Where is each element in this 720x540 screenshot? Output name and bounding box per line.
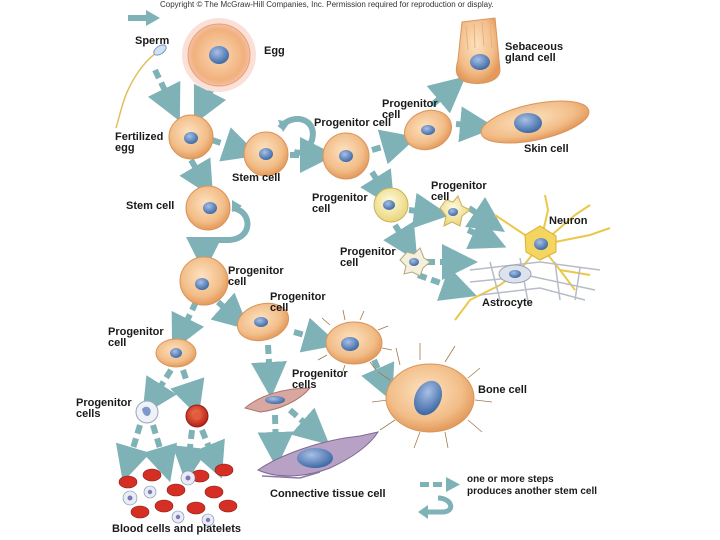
progenitor-cell-left	[155, 338, 197, 368]
label-sebaceous-gland-cell: Sebaceous gland cell	[505, 41, 564, 64]
label-progenitor-left: Progenitor cell	[108, 326, 164, 349]
stem-cell-left	[185, 185, 231, 231]
label-progenitor-neural-a: Progenitor cell	[312, 192, 368, 215]
blood-cells-cluster	[118, 463, 238, 527]
label-egg: Egg	[264, 45, 285, 57]
stem-cell-upper	[243, 131, 289, 177]
label-progenitor-neural-c: Progenitor cell	[340, 246, 396, 269]
label-neuron: Neuron	[549, 215, 588, 227]
label-blood-cells: Blood cells and platelets	[112, 523, 241, 535]
egg-cell	[182, 18, 256, 92]
bone-cell	[371, 343, 493, 449]
label-bone-cell: Bone cell	[478, 384, 527, 396]
skin-cell	[480, 100, 590, 144]
legend-step-arrow	[420, 477, 460, 492]
label-fertilized-egg: Fertilized egg	[115, 131, 164, 154]
label-progenitor-mid-b: Progenitor cell	[270, 291, 326, 314]
connective-progenitor-cell	[243, 387, 312, 413]
neuron-cell	[454, 194, 611, 321]
sebaceous-gland-cell	[455, 17, 501, 84]
label-progenitor-cells-mid: Progenitor cells	[292, 368, 348, 391]
label-sperm: Sperm	[135, 35, 170, 47]
label-progenitor-cell-upper: Progenitor cell	[382, 98, 438, 121]
label-progenitor-cells-left: Progenitor cells	[76, 397, 132, 420]
fertilized-egg-cell	[168, 114, 214, 160]
neural-progenitor-cell-b	[439, 195, 471, 227]
legend-loop-text: produces another stem cell	[467, 486, 598, 497]
legend-loop-arrow	[418, 495, 454, 519]
legend-step-text: one or more steps	[467, 474, 554, 485]
label-skin-cell: Skin cell	[524, 143, 569, 155]
renewal-arrowhead-2	[232, 200, 242, 212]
sperm-cell	[115, 44, 167, 129]
astrocyte-cell	[469, 257, 601, 303]
label-astrocyte: Astrocyte	[482, 297, 533, 309]
bone-progenitor-cell	[317, 309, 393, 375]
progenitor-cell-mid-b	[236, 302, 290, 342]
blood-progenitor-cell-white	[135, 400, 159, 424]
neural-progenitor-cell-c	[399, 247, 431, 277]
label-stem-cell-left: Stem cell	[126, 200, 175, 212]
neural-progenitor-cell-a	[373, 187, 409, 223]
self-renewal-arrows	[208, 116, 316, 243]
progenitor-cell-upper	[404, 109, 452, 151]
renewal-arrowhead-1	[278, 120, 290, 132]
progenitor-cell-mid-a	[179, 256, 229, 306]
lineage-arrows	[115, 68, 507, 483]
intro-arrow	[128, 10, 160, 26]
blood-progenitor-cell-red	[185, 404, 209, 428]
copyright-notice: Copyright © The McGraw-Hill Companies, I…	[160, 0, 494, 9]
label-stem-cell-upper: Stem cell	[232, 172, 281, 184]
connective-tissue-cell	[256, 431, 380, 479]
label-progenitor-cell-top: Progenitor cell	[314, 117, 392, 129]
label-progenitor-mid-a: Progenitor cell	[228, 265, 284, 288]
label-progenitor-neural-b: Progenitor cell	[431, 180, 487, 203]
label-connective-tissue-cell: Connective tissue cell	[270, 488, 386, 500]
progenitor-cell-top	[322, 132, 370, 180]
